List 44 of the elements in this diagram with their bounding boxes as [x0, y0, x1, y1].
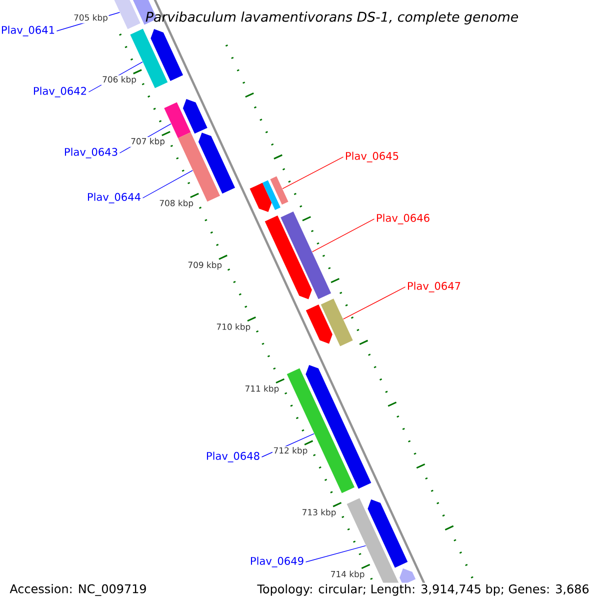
- leader-line: [312, 218, 375, 252]
- gene-label: Plav_0642: [34, 86, 86, 98]
- gene-label: Plav_0648: [206, 452, 260, 462]
- scale-label: 706 kbp: [101, 75, 138, 86]
- scale-label: 713 kbp: [301, 508, 338, 518]
- gene-feature: [164, 102, 191, 138]
- gene-feature: [368, 499, 408, 568]
- gene-label: Plav_0643: [64, 148, 118, 158]
- gene-feature: [150, 29, 184, 82]
- gene-feature: [270, 176, 288, 205]
- gene-feature: [400, 568, 416, 584]
- gene-feature: [306, 365, 372, 489]
- scale-label: 712 kbp: [272, 446, 309, 456]
- scale-label: 708 kbp: [158, 198, 194, 209]
- gene-feature: [346, 498, 399, 584]
- scale-label: 714 kbp: [330, 570, 366, 580]
- gene-feature: [250, 182, 272, 212]
- leader-line: [142, 170, 193, 198]
- gene-label: Plav_0641: [2, 26, 54, 36]
- scale-label: 711 kbp: [244, 384, 280, 394]
- gene-feature: [320, 298, 353, 346]
- leader-line: [305, 545, 366, 562]
- gene-feature: [198, 132, 236, 194]
- gene-label: Plav_0644: [88, 192, 140, 204]
- gene-feature: [262, 180, 280, 210]
- gene-feature: [306, 304, 332, 344]
- scale-label: 705 kbp: [72, 13, 109, 24]
- leader-line: [282, 156, 344, 190]
- scale-label: 710 kbp: [215, 322, 252, 332]
- scale-label: 709 kbp: [186, 260, 223, 271]
- gene-feature: [286, 368, 355, 494]
- genome-info-text: Topology: circular; Length: 3,914,745 bp; Genes: 3,686: [256, 582, 591, 598]
- accession-text: Accession: NC_009719: [8, 582, 148, 598]
- gene-feature: [113, 0, 140, 30]
- scale-label: 707 kbp: [130, 137, 166, 147]
- gene-feature: [264, 215, 312, 300]
- leader-line: [342, 286, 406, 320]
- gene-feature: [280, 212, 332, 300]
- gene-label: Plav_0646: [376, 214, 430, 224]
- gene-feature: [182, 98, 208, 134]
- gene-label: Plav_0645: [346, 152, 398, 162]
- title: Parvibaculum lavamentivorans DS-1, complete genome: [146, 12, 518, 24]
- gene-label: Plav_0649: [250, 556, 304, 568]
- gene-label: Plav_0647: [408, 282, 460, 292]
